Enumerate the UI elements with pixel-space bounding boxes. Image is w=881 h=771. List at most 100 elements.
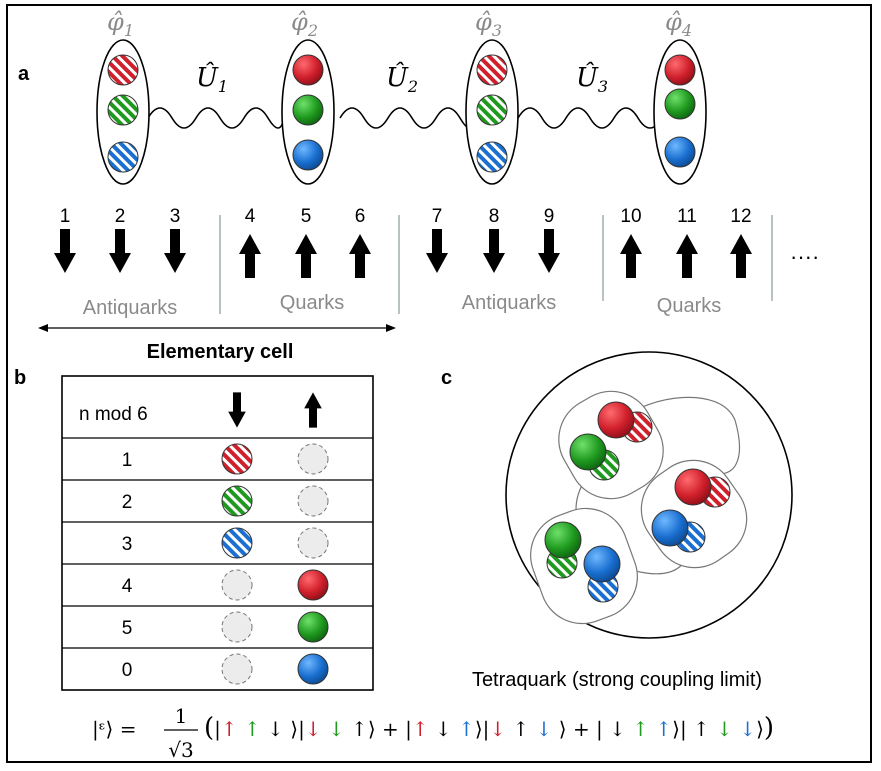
site-number-6: 6 xyxy=(355,206,366,227)
empty-slot-ball xyxy=(221,569,253,601)
site-number-12: 12 xyxy=(730,206,751,227)
quark-blue-ball xyxy=(297,653,329,685)
site-4-quarks xyxy=(653,39,707,185)
site-operator-2: φ̂2 xyxy=(291,8,318,40)
antiquark-red-ball xyxy=(107,54,139,86)
elementary-cell-arrow xyxy=(38,324,396,332)
antiquark-green-ball xyxy=(107,94,139,126)
table-row-label: 3 xyxy=(122,534,133,555)
wavy-link-1 xyxy=(147,107,285,129)
site-number-4: 4 xyxy=(245,206,256,227)
site-number-2: 2 xyxy=(115,206,126,227)
antiquark-green-ball xyxy=(221,485,253,517)
diquark-cluster-2 xyxy=(640,459,748,569)
site-operator-3: φ̂3 xyxy=(475,8,502,40)
group-label-antiquarks-1: Antiquarks xyxy=(83,297,178,319)
antiquark-blue-ball xyxy=(107,141,139,173)
tetraquark-state-equation: |ᵋ⟩ = 1 √3 (|↑ ↑ ↓ ⟩|↓ ↓ ↑⟩ + |↑ ↓ ↑⟩|↓ … xyxy=(92,704,774,762)
up-arrow-icon xyxy=(730,234,752,278)
up-arrow-icon xyxy=(239,234,261,278)
quark-blue-ball xyxy=(292,139,324,171)
antiquark-blue-ball xyxy=(476,141,508,173)
down-arrow-icon xyxy=(483,229,505,273)
continuation-ellipsis: ···· xyxy=(790,244,819,269)
antiquark-red-ball xyxy=(476,54,508,86)
quark-blue-ball xyxy=(651,509,689,547)
panel-c-letter: c xyxy=(441,367,452,389)
gauge-links xyxy=(147,107,675,129)
site-number-7: 7 xyxy=(432,206,443,227)
empty-slot-ball xyxy=(297,527,329,559)
link-operator-2: Û2 xyxy=(386,61,418,96)
wavy-link-2 xyxy=(339,107,473,129)
down-arrow-icon xyxy=(54,229,76,273)
empty-slot-ball xyxy=(297,443,329,475)
site-number-11: 11 xyxy=(677,206,697,227)
down-arrow-icon xyxy=(109,229,131,273)
site-operator-1: φ̂1 xyxy=(107,8,134,40)
site-number-10: 10 xyxy=(620,206,641,227)
quark-blue-ball xyxy=(664,136,696,168)
equation-numerator: 1 xyxy=(175,704,188,728)
tetraquark-caption: Tetraquark (strong coupling limit) xyxy=(472,669,762,691)
quark-blue-ball xyxy=(583,545,621,583)
group-label-antiquarks-2: Antiquarks xyxy=(462,292,557,314)
quark-green-ball xyxy=(544,521,582,559)
flux-tube-top xyxy=(619,396,741,475)
table-row-label: 2 xyxy=(122,492,133,513)
site-number-3: 3 xyxy=(170,206,181,227)
group-label-quarks-1: Quarks xyxy=(280,292,344,314)
quark-red-ball xyxy=(674,468,712,506)
site-number-5: 5 xyxy=(301,206,312,227)
empty-slot-ball xyxy=(221,611,253,643)
down-arrow-icon xyxy=(538,229,560,273)
site-number-9: 9 xyxy=(544,206,555,227)
up-arrow-icon xyxy=(295,234,317,278)
group-label-quarks-2: Quarks xyxy=(657,295,721,317)
diquark-cluster-3 xyxy=(530,507,638,625)
empty-slot-ball xyxy=(221,653,253,685)
up-arrow-icon xyxy=(349,234,371,278)
wavy-link-3 xyxy=(517,107,675,129)
quark-red-ball xyxy=(597,401,635,439)
antiquark-green-ball xyxy=(476,94,508,126)
table-row-label: 5 xyxy=(122,618,133,639)
antiquark-red-ball xyxy=(221,443,253,475)
diquark-cluster-1 xyxy=(558,390,664,500)
quark-green-ball xyxy=(292,94,324,126)
up-arrow-icon xyxy=(620,234,642,278)
group-separators xyxy=(219,215,773,314)
site-number-8: 8 xyxy=(489,206,500,227)
site-1-antiquarks xyxy=(96,39,150,185)
up-arrow-icon xyxy=(676,234,698,278)
panel-b-letter: b xyxy=(14,367,26,389)
table-header-label: n mod 6 xyxy=(79,404,148,425)
link-operator-1: Û1 xyxy=(196,61,228,96)
quark-red-ball xyxy=(292,54,324,86)
site-number-1: 1 xyxy=(60,206,71,227)
site-2-quarks xyxy=(281,39,335,185)
equation-lhs: |ᵋ⟩ = xyxy=(92,717,136,742)
quark-green-ball xyxy=(297,611,329,643)
quark-red-ball xyxy=(664,54,696,86)
antiquark-blue-ball xyxy=(221,527,253,559)
equation-denominator: √3 xyxy=(168,738,193,762)
empty-slot-ball xyxy=(297,485,329,517)
quark-red-ball xyxy=(297,569,329,601)
table-row-label: 4 xyxy=(122,576,133,597)
site-3-antiquarks xyxy=(465,39,519,185)
equation-rhs: (|↑ ↑ ↓ ⟩|↓ ↓ ↑⟩ + |↑ ↓ ↑⟩|↓ ↑ ↓ ⟩ + | ↓… xyxy=(204,713,774,743)
site-operator-4: φ̂4 xyxy=(665,8,692,40)
tetraquark-diagram xyxy=(505,351,793,639)
quark-green-ball xyxy=(664,88,696,120)
panel-a-letter: a xyxy=(18,63,30,85)
table-row-label: 1 xyxy=(122,450,133,471)
quark-green-ball xyxy=(569,433,607,471)
link-operator-3: Û3 xyxy=(576,61,608,96)
table-row-label: 0 xyxy=(122,660,133,681)
figure-frame xyxy=(6,4,872,763)
table-rows: 1 2 3 4 5 0 xyxy=(122,443,329,685)
down-arrow-icon xyxy=(164,229,186,273)
